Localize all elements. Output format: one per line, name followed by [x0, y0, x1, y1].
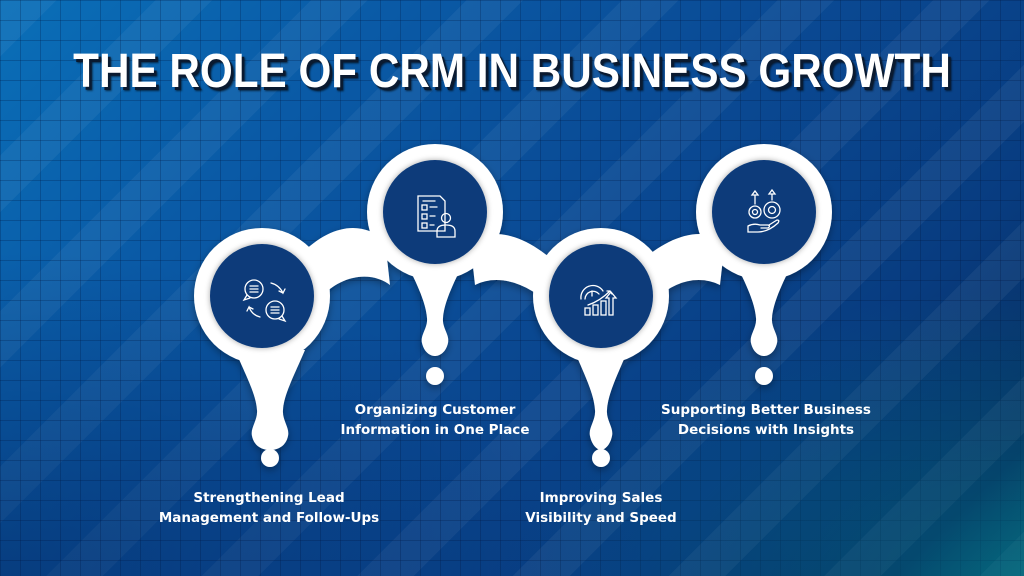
step-node-4	[712, 160, 816, 264]
gears-hand-arrows-icon	[747, 188, 781, 233]
step-node-3	[549, 244, 653, 348]
step-caption-1: Strengthening Lead Management and Follow…	[158, 490, 380, 526]
step-caption-4: Supporting Better Business Decisions wit…	[661, 402, 871, 438]
step-caption-3: Improving Sales Visibility and Speed	[525, 490, 677, 526]
checklist-person-icon	[417, 195, 456, 238]
step-node-2	[383, 160, 487, 264]
page-title: THE ROLE OF CRM IN BUSINESS GROWTH	[73, 45, 951, 98]
step-caption-2: Organizing Customer Information in One P…	[340, 402, 530, 438]
speedometer-growth-chart-icon	[580, 284, 618, 316]
step-node-1	[210, 244, 314, 348]
chat-exchange-icon	[242, 279, 287, 323]
